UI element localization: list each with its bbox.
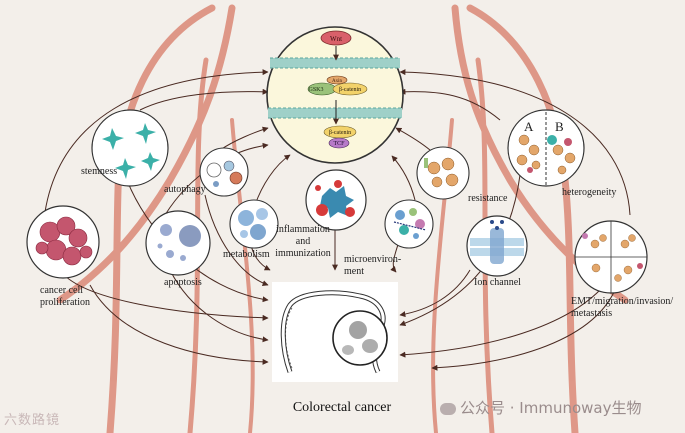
- arrow-emt-center: [399, 69, 631, 216]
- arrow-apoptosis-colon: [169, 269, 269, 343]
- label-inflammation-3: immunization: [275, 248, 331, 259]
- tcf-factor: [328, 137, 350, 149]
- emt-circle: [574, 220, 648, 294]
- microenvironment-circle: [384, 199, 434, 249]
- axin-label: Axin: [332, 79, 343, 84]
- arrow-autophagy-colon: [204, 194, 269, 287]
- label-hetero-a: A: [524, 119, 534, 134]
- label-inflammation-1: inflammation: [276, 224, 330, 235]
- label-stemness: stemness: [81, 166, 118, 177]
- label-emt-1: EMT/migration/invasion/: [571, 296, 674, 307]
- apoptosis-circle: [145, 210, 211, 276]
- beta-catenin-top-label: β-catenin: [339, 87, 361, 93]
- arrow-hetero-center: [399, 88, 501, 121]
- label-ion-channel: Ion channel: [474, 277, 521, 288]
- cell-membrane: [268, 57, 402, 119]
- colon-illustration: [272, 282, 398, 382]
- wnt-pathway-circle: Wnt Axin GSK3 β-catenin β-catenin TCF: [266, 26, 404, 164]
- label-heterogeneity: heterogeneity: [562, 187, 617, 198]
- arrow-proliferation-center: [44, 69, 269, 213]
- arrow-stemness-center: [139, 88, 269, 111]
- heterogeneity-circle: [507, 109, 585, 187]
- label-autophagy: autophagy: [164, 184, 206, 195]
- beta-catenin-bottom-label: β-catenin: [329, 130, 351, 136]
- autophagy-circle: [199, 147, 249, 197]
- figure-title: Colorectal cancer: [292, 400, 392, 415]
- label-resistance: resistance: [468, 193, 508, 204]
- stemness-circle: [91, 109, 169, 187]
- metabolism-circle: [229, 199, 279, 249]
- label-apoptosis: apoptosis: [164, 277, 202, 288]
- ion-channel-circle: [466, 215, 528, 277]
- label-proliferation-1: cancer cell: [40, 285, 84, 296]
- wechat-icon: [440, 402, 456, 415]
- label-proliferation-2: proliferation: [40, 297, 90, 308]
- arrow-left-colon-low: [89, 284, 269, 365]
- tcf-label: TCF: [333, 141, 345, 147]
- axin-protein: [326, 75, 348, 85]
- arrow-emt-colon: [399, 289, 601, 358]
- beta-catenin-complex: [332, 82, 368, 96]
- arrow-proliferation-colon: [59, 269, 269, 321]
- arrow-metabolism-center: [254, 154, 291, 206]
- label-hetero-b: B: [555, 119, 564, 134]
- label-inflammation-2: and: [295, 236, 311, 247]
- label-emt-2: metastasis: [571, 308, 613, 319]
- arrow-autophagy-center: [219, 126, 269, 151]
- arrow-group: [44, 69, 631, 371]
- label-microenvironment-1: microenviron-: [344, 254, 402, 265]
- wnt-ligand: [320, 30, 352, 46]
- watermark-right-text: 公众号 · Immunoway生物: [460, 399, 642, 417]
- gsk3-label: GSK3: [308, 87, 323, 93]
- label-metabolism: metabolism: [223, 249, 270, 260]
- resistance-circle: [416, 146, 470, 200]
- arrow-ion-center: [395, 127, 431, 151]
- label-microenvironment-2: ment: [344, 266, 364, 277]
- arrow-right-colon-low: [431, 289, 616, 371]
- watermark-left: 六数路镜: [4, 413, 61, 428]
- arrow-resistance-center: [391, 155, 416, 201]
- proliferation-circle: [26, 205, 100, 279]
- wnt-label: Wnt: [330, 35, 342, 43]
- arrow-ion-colon: [399, 269, 471, 318]
- inflammation-circle: [305, 169, 367, 231]
- watermark-right: 公众号 · Immunoway生物: [440, 397, 641, 418]
